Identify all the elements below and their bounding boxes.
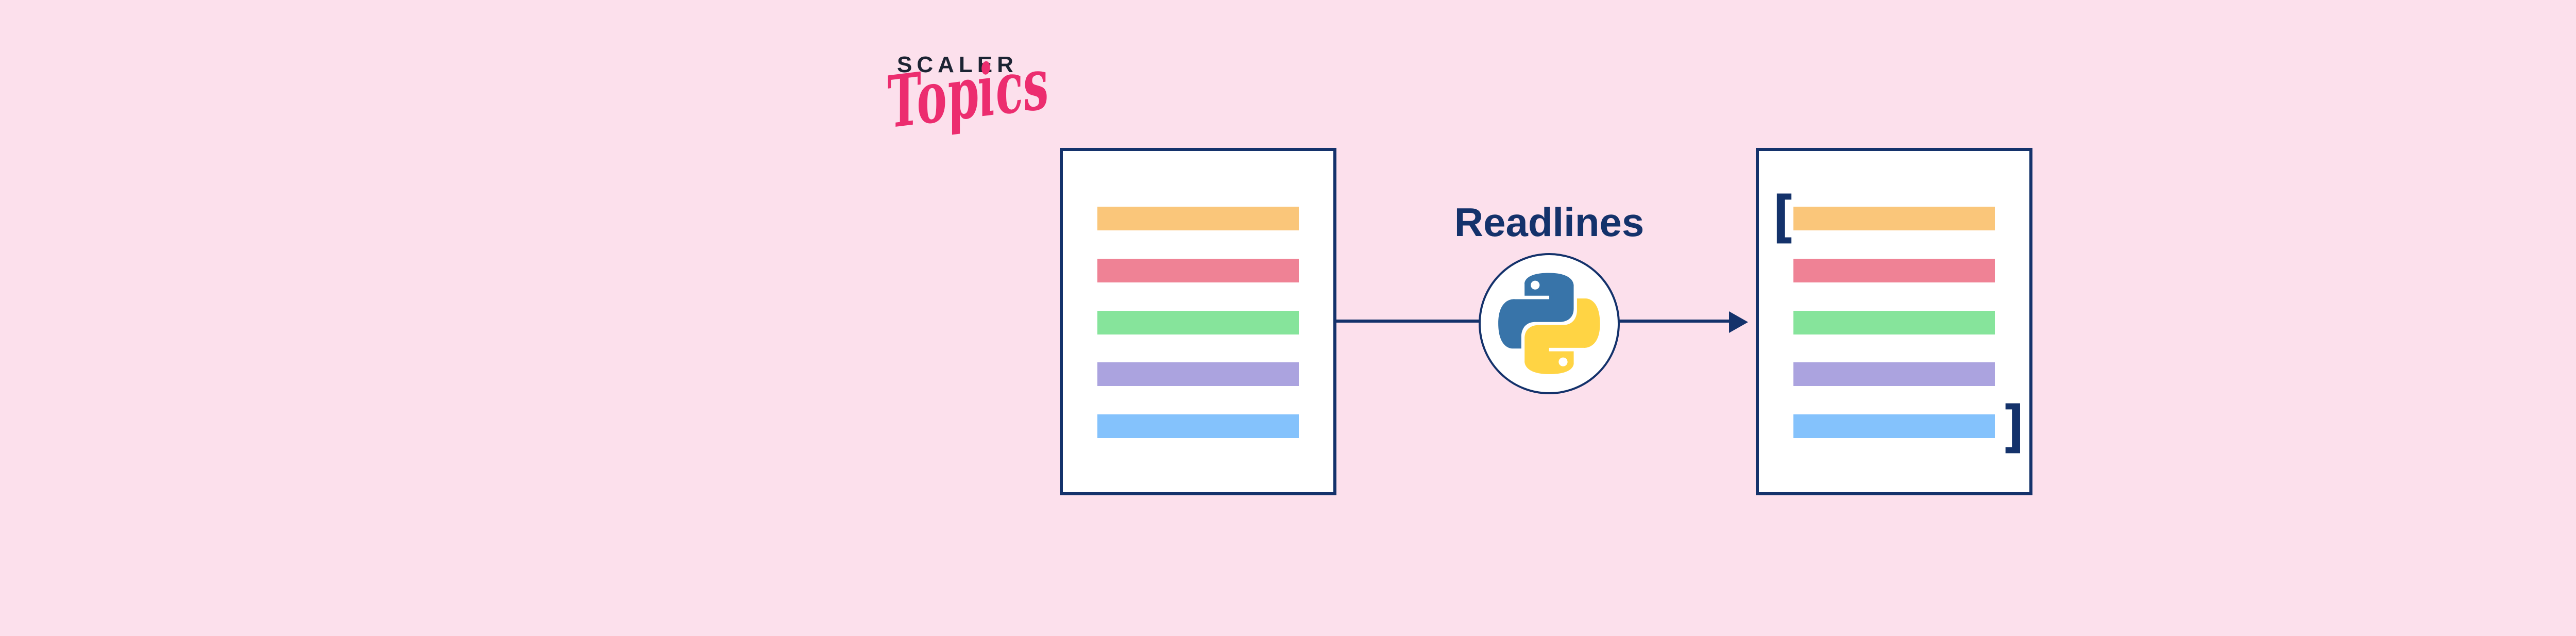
logo-script-text: Topics (882, 41, 1053, 144)
readlines-label: Readlines (1454, 199, 1645, 245)
python-icon-blue-snake (1498, 273, 1574, 349)
output-list-document: [ ] (1756, 148, 2032, 495)
document-line-4 (1793, 362, 1995, 387)
python-badge (1479, 253, 1620, 394)
logo-brand-text: SCALER (897, 52, 1018, 77)
python-icon (1498, 273, 1600, 374)
document-line-2 (1097, 258, 1299, 282)
document-line-3 (1793, 310, 1995, 334)
python-icon-yellow-snake (1524, 298, 1600, 374)
arrow-head-icon (1729, 311, 1748, 333)
document-line-4 (1097, 362, 1299, 387)
close-bracket: ] (1997, 395, 2031, 458)
document-line-1 (1097, 207, 1299, 230)
document-line-1 (1793, 207, 1995, 230)
source-file-document (1060, 148, 1336, 495)
document-line-2 (1793, 258, 1995, 282)
document-line-5 (1097, 414, 1299, 439)
document-line-5 (1793, 414, 1995, 439)
document-line-3 (1097, 310, 1299, 334)
